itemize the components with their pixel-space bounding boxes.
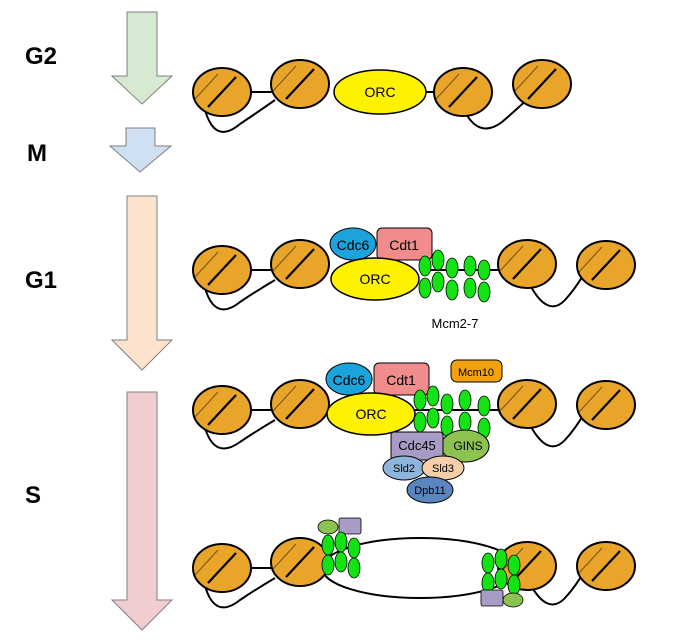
cdc6-label: Cdc6: [333, 372, 366, 388]
nucleosome: [496, 378, 558, 430]
chromatin-row-s-initiation: Cdc6 Cdt1 ORC Mcm10 GINS Cdc45 Sld2 Sld3…: [191, 359, 637, 504]
mcm10-label: Mcm10: [458, 367, 494, 379]
nucleosome: [511, 58, 573, 110]
orc-complex: [333, 69, 427, 115]
phase-arrow-m: [108, 127, 173, 173]
phase-arrow-s: [110, 391, 174, 631]
mcm10-protein: [450, 359, 503, 383]
chromatin-row-g1: Cdc6 Cdt1 ORC Mcm2-7: [191, 227, 637, 331]
dpb11-protein: [406, 476, 454, 504]
sld2-label: Sld2: [393, 463, 415, 475]
replication-fork-right: [480, 548, 524, 608]
cdt1-label: Cdt1: [386, 372, 416, 388]
mcm2-7-label: Mcm2-7: [432, 316, 479, 331]
dpb11-label: Dpb11: [414, 485, 446, 497]
nucleosome: [191, 244, 253, 296]
nucleosome: [269, 378, 331, 430]
nucleosome: [575, 540, 637, 592]
nucleosome: [496, 238, 558, 290]
phase-label-s: S: [25, 482, 41, 509]
replication-fork-left: [317, 517, 362, 579]
phase-label-g2: G2: [25, 43, 57, 70]
cdt1-protein: [373, 362, 430, 396]
cdc45-label: Cdc45: [398, 438, 436, 453]
nucleosome: [191, 384, 253, 436]
nucleosome: [575, 239, 637, 291]
sld3-label: Sld3: [432, 463, 454, 475]
nucleosome: [269, 238, 331, 290]
phase-arrow-g2: [110, 11, 174, 105]
phase-label-g1: G1: [25, 267, 57, 294]
cdc6-label: Cdc6: [337, 237, 370, 253]
nucleosome: [191, 542, 253, 594]
orc-complex: [326, 392, 416, 436]
cdt1-label: Cdt1: [389, 237, 419, 253]
gins-label: GINS: [453, 439, 482, 453]
orc-label: ORC: [364, 84, 395, 100]
nucleosome: [575, 379, 637, 431]
nucleosome: [269, 58, 331, 110]
phase-label-m: M: [27, 140, 47, 167]
orc-complex: [330, 257, 420, 301]
nucleosome: [269, 536, 331, 588]
chromatin-row-g2: ORC: [191, 58, 573, 133]
replication-bubble-row: [191, 517, 637, 609]
orc-label: ORC: [355, 406, 386, 422]
cdt1-protein: [376, 227, 433, 261]
phase-arrow-g1: [110, 195, 174, 371]
nucleosome: [432, 66, 494, 118]
orc-label: ORC: [359, 271, 390, 287]
nucleosome: [191, 66, 253, 118]
